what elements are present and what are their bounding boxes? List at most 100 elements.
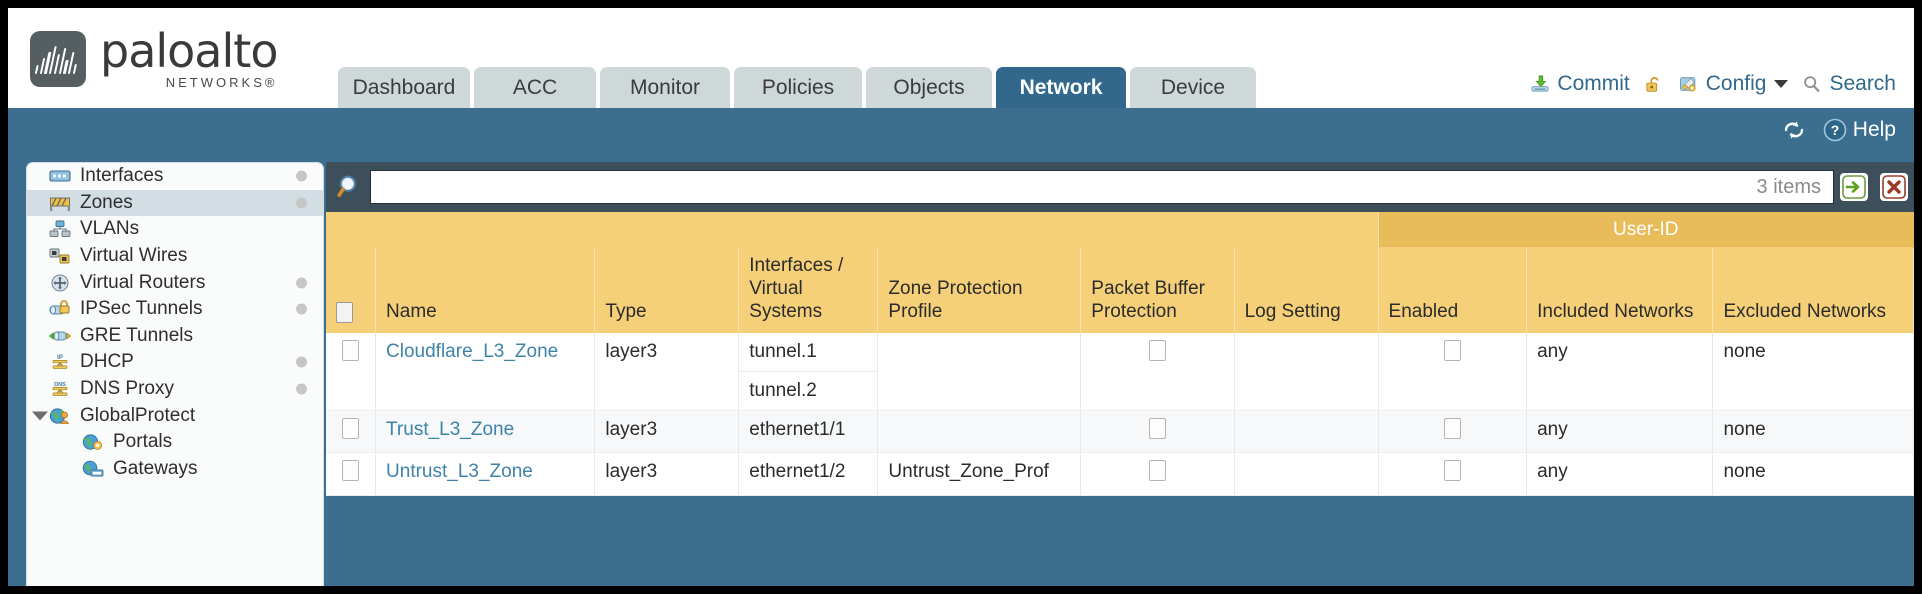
select-all-checkbox[interactable] [336, 301, 353, 323]
config-menu[interactable]: Config [1678, 72, 1789, 96]
magnifier-icon [337, 175, 356, 197]
col-header-included-networks[interactable]: Included Networks [1526, 247, 1714, 334]
svg-text:DNS: DNS [54, 382, 66, 388]
sidebar-item-label: Virtual Routers [80, 271, 206, 293]
cell-userid-enabled [1378, 452, 1528, 497]
paloalto-logo-icon [30, 30, 86, 87]
row-checkbox[interactable] [342, 460, 360, 482]
brand-logo: paloalto NETWORKS® [30, 28, 278, 89]
sidebar-item-portals[interactable]: Portals [27, 429, 323, 456]
cell-userid-enabled [1378, 333, 1528, 411]
ipsec-tunnels-icon [49, 300, 70, 315]
tab-dashboard[interactable]: Dashboard [338, 66, 470, 108]
col-header-excluded-networks[interactable]: Excluded Networks [1712, 247, 1914, 334]
status-dot [296, 277, 307, 289]
table-row[interactable]: Cloudflare_L3_Zone layer3 tunnel.1 tunne… [326, 333, 1914, 411]
cell-packet-buffer-protection [1080, 333, 1235, 411]
tab-network[interactable]: Network [996, 66, 1126, 108]
userid-enabled-checkbox[interactable] [1443, 460, 1461, 482]
sidebar-item-gre-tunnels[interactable]: GRE Tunnels [27, 323, 323, 350]
userid-enabled-checkbox[interactable] [1443, 417, 1461, 439]
zone-link[interactable]: Trust_L3_Zone [386, 418, 515, 440]
sidebar-item-interfaces[interactable]: Interfaces [27, 163, 323, 190]
col-header-packet-buffer-protection[interactable]: Packet Buffer Protection [1080, 247, 1235, 334]
filter-input[interactable]: 3 items [370, 170, 1834, 204]
col-header-type[interactable]: Type [594, 247, 740, 334]
sidebar-item-ipsec-tunnels[interactable]: IPSec Tunnels [27, 296, 323, 323]
sidebar-item-gateways[interactable]: Gateways [27, 456, 323, 483]
cell-excluded-networks: none [1712, 333, 1914, 411]
tab-objects[interactable]: Objects [866, 66, 992, 108]
table-row[interactable]: Untrust_L3_Zone layer3 ethernet1/2 Untru… [326, 452, 1914, 497]
cell-log-setting [1234, 410, 1379, 454]
col-header-name[interactable]: Name [375, 247, 596, 334]
cell-packet-buffer-protection [1080, 452, 1235, 497]
sidebar-item-label: Portals [113, 431, 173, 453]
interface-entry: tunnel.2 [749, 379, 817, 401]
refresh-icon [1784, 121, 1803, 139]
sidebar-item-zones[interactable]: Zones [27, 189, 323, 217]
filter-search-icon[interactable] [336, 173, 364, 201]
col-header-log-setting[interactable]: Log Setting [1234, 247, 1379, 334]
sidebar-item-globalprotect[interactable]: GlobalProtect [27, 402, 323, 429]
refresh-button[interactable] [1781, 119, 1807, 141]
search-label: Search [1829, 72, 1896, 95]
tab-device[interactable]: Device [1130, 66, 1256, 108]
table-row[interactable]: Trust_L3_Zone layer3 ethernet1/1 any non… [326, 410, 1914, 454]
cell-type: layer3 [594, 410, 740, 454]
sidebar-item-dhcp[interactable]: IP DHCP [27, 349, 323, 376]
cell-userid-enabled [1378, 410, 1528, 454]
cell-packet-buffer-protection [1080, 410, 1235, 454]
header-actions: Commit Config [1529, 72, 1896, 96]
tab-acc[interactable]: ACC [474, 66, 596, 108]
tab-monitor[interactable]: Monitor [600, 66, 730, 108]
packet-buffer-protection-checkbox[interactable] [1148, 417, 1166, 439]
sidebar-item-label: GRE Tunnels [80, 324, 193, 346]
close-icon [1882, 175, 1906, 199]
sidebar-item-vlans[interactable]: VLANs [27, 216, 323, 243]
row-checkbox[interactable] [342, 417, 360, 439]
virtual-routers-icon [51, 274, 69, 292]
status-dot [296, 170, 307, 182]
packet-buffer-protection-checkbox[interactable] [1148, 340, 1166, 362]
sidebar-item-label: DHCP [80, 351, 134, 373]
commit-button[interactable]: Commit [1529, 72, 1630, 96]
col-header-zone-protection-profile[interactable]: Zone Protection Profile [877, 247, 1082, 334]
main-tabs[interactable]: Dashboard ACC Monitor Policies Objects N… [338, 66, 1256, 108]
dhcp-icon: IP [52, 355, 68, 370]
cell-type: layer3 [594, 333, 740, 411]
search-button[interactable]: Search [1801, 72, 1896, 96]
expander-triangle-icon[interactable] [32, 411, 48, 421]
row-select-cell [326, 410, 377, 454]
virtual-wires-icon [49, 248, 70, 264]
clear-filter-button[interactable] [1880, 173, 1908, 201]
col-header-userid-enabled[interactable]: Enabled [1378, 247, 1528, 334]
tab-policies[interactable]: Policies [734, 66, 862, 108]
help-button[interactable]: ? Help [1823, 118, 1896, 142]
sidebar-item-label: Virtual Wires [80, 245, 188, 267]
cell-zone-protection-profile [877, 333, 1082, 411]
col-header-interfaces[interactable]: Interfaces / Virtual Systems [738, 247, 879, 334]
lock-button[interactable] [1643, 75, 1665, 93]
sidebar-item-label: VLANs [80, 218, 140, 240]
filter-bar: 3 items [326, 162, 1914, 212]
sidebar-item-dns-proxy[interactable]: DNS DNS Proxy [27, 376, 323, 403]
table-header-row: Name Type Interfaces / Virtual Systems Z… [326, 247, 1914, 334]
row-checkbox[interactable] [342, 340, 360, 362]
svg-text:IP: IP [57, 355, 63, 361]
zone-link[interactable]: Cloudflare_L3_Zone [386, 341, 559, 363]
packet-buffer-protection-checkbox[interactable] [1148, 460, 1166, 482]
userid-enabled-checkbox[interactable] [1443, 340, 1461, 362]
apply-filter-button[interactable] [1840, 173, 1868, 201]
sidebar-item-virtual-wires[interactable]: Virtual Wires [27, 243, 323, 270]
cell-included-networks: any [1526, 452, 1714, 497]
row-select-cell [326, 333, 377, 411]
zone-link[interactable]: Untrust_L3_Zone [386, 461, 533, 483]
item-count-label: 3 items [1756, 175, 1821, 198]
sidebar-item-virtual-routers[interactable]: Virtual Routers [27, 269, 323, 296]
status-dot [296, 383, 307, 395]
gateways-icon [82, 460, 104, 477]
gre-tunnels-icon [49, 331, 71, 341]
zones-icon [50, 197, 70, 211]
